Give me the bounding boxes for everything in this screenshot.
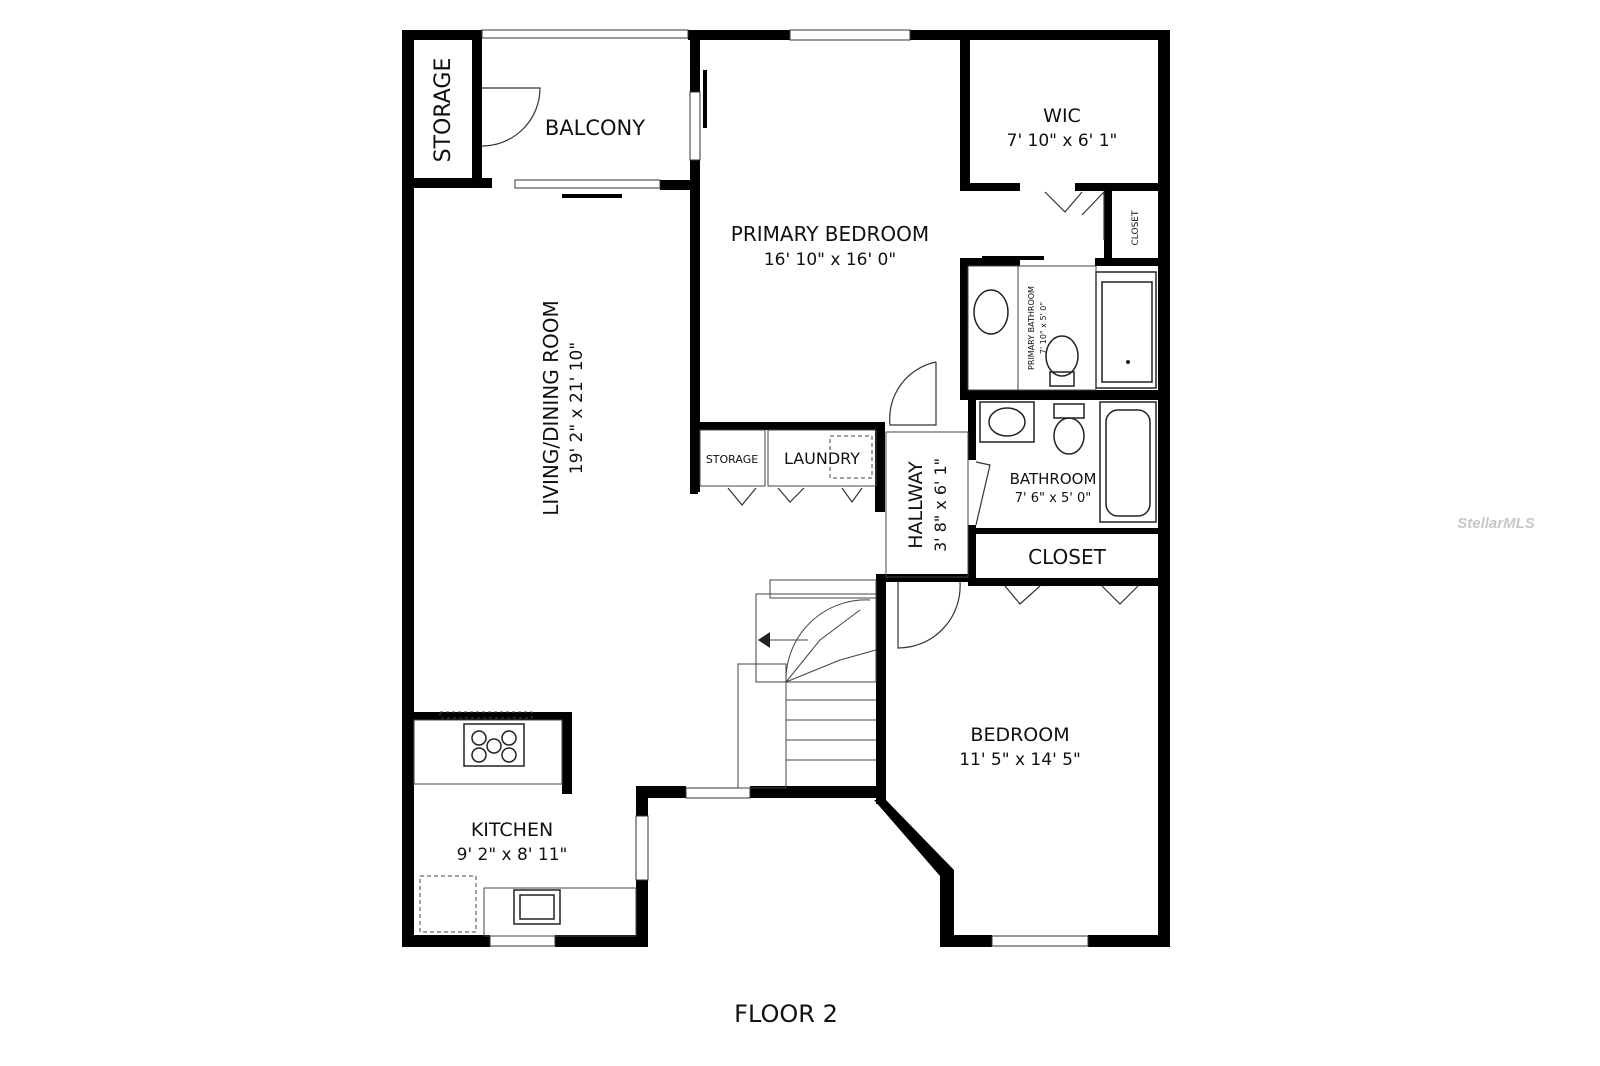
windows	[481, 29, 1089, 947]
bathroom-name: BATHROOM	[1010, 470, 1097, 488]
hallway-dims: 3' 8" x 6' 1"	[931, 458, 950, 552]
bedroom-dims: 11' 5" x 14' 5"	[959, 750, 1081, 770]
hallway-name: HALLWAY	[905, 461, 927, 549]
kitchen-dims: 9' 2" x 8' 11"	[457, 845, 568, 865]
closet-label: CLOSET	[1028, 545, 1106, 569]
bedroom-name: BEDROOM	[970, 724, 1069, 746]
storage-small-label: STORAGE	[706, 453, 758, 466]
laundry-label: LAUNDRY	[784, 449, 860, 468]
wic-dims: 7' 10" x 6' 1"	[1007, 131, 1118, 151]
living-dining-dims: 19' 2" x 21' 10"	[567, 342, 587, 474]
kitchen-name: KITCHEN	[471, 819, 553, 841]
wic-name: WIC	[1043, 105, 1081, 127]
primary-bathroom-name: PRIMARY BATHROOM	[1027, 286, 1036, 370]
room-labels: STORAGE BALCONY WIC 7' 10" x 6' 1" CLOSE…	[431, 58, 1141, 865]
doors	[481, 70, 1139, 649]
living-dining-name: LIVING/DINING ROOM	[539, 300, 563, 515]
floor-label: FLOOR 2	[734, 1000, 838, 1028]
bathroom-dims: 7' 6" x 5' 0"	[1015, 491, 1091, 506]
walls	[402, 30, 1170, 947]
storage-top-label: STORAGE	[431, 58, 456, 163]
primary-bathroom-dims: 7' 10" x 5' 0"	[1039, 302, 1048, 354]
primary-bedroom-name: PRIMARY BEDROOM	[731, 222, 929, 246]
watermark: StellarMLS	[1457, 515, 1535, 532]
fixtures	[413, 265, 1157, 937]
primary-bedroom-dims: 16' 10" x 16' 0"	[764, 250, 896, 270]
balcony-label: BALCONY	[545, 116, 645, 140]
closet-small-label: CLOSET	[1131, 210, 1141, 245]
